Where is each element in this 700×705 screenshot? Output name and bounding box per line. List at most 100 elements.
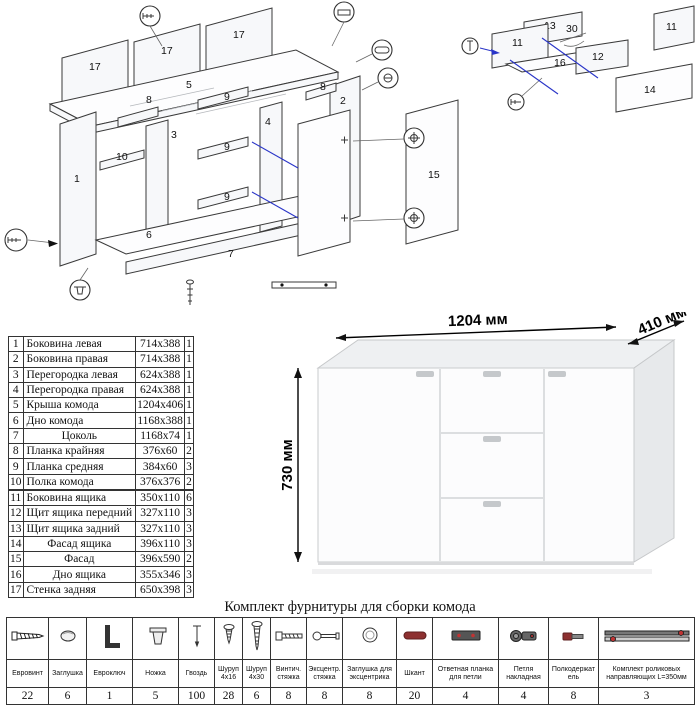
part-label-11b: 11 — [666, 21, 677, 33]
eccentric-tie-icon — [306, 617, 343, 660]
part-name: Крыша комода — [22, 397, 137, 414]
part-qty: 1 — [184, 412, 194, 429]
hardware-name: Евровинт — [6, 659, 49, 688]
part-name: Планка крайняя — [22, 443, 137, 460]
dimension-depth — [627, 320, 685, 345]
part-qty: 2 — [184, 551, 194, 568]
part-qty: 1 — [184, 427, 194, 445]
hardware-qty: 8 — [306, 687, 343, 705]
part-num: 1 — [8, 335, 24, 353]
hardware-name: Комплект роликовых направляющих L=350мм — [598, 659, 695, 688]
part-label-2: 2 — [340, 95, 346, 107]
part-qty: 3 — [184, 520, 194, 537]
hardware-qty: 4 — [498, 687, 549, 705]
assembly-guide-lines — [251, 141, 299, 219]
part-name: Щит ящика задний — [22, 520, 137, 537]
part-label-17a: 17 — [89, 61, 101, 73]
screw-4x30-icon — [242, 617, 271, 660]
part-qty: 1 — [184, 351, 194, 368]
part-num: 8 — [8, 443, 24, 460]
hardware-qty: 4 — [432, 687, 499, 705]
part-num: 16 — [8, 566, 24, 583]
part-qty: 1 — [184, 335, 194, 353]
part-name: Перегородка правая — [22, 381, 137, 399]
side-left — [59, 111, 97, 267]
drawer-side-11-right — [653, 5, 695, 51]
drawer-slides-icon — [598, 617, 695, 660]
part-qty: 1 — [184, 397, 194, 414]
drawer-front-12 — [575, 39, 629, 75]
part-num: 4 — [8, 381, 24, 399]
part-name: Планка средняя — [22, 458, 137, 475]
hardware-qty: 22 — [6, 687, 49, 705]
hinge-icon — [498, 617, 549, 660]
part-name: Щит ящика передний — [22, 505, 137, 522]
part-num: 2 — [8, 351, 24, 368]
callout-leg-bottom — [69, 267, 91, 301]
part-num: 6 — [8, 412, 24, 429]
part-label-8b: 8 — [320, 81, 326, 93]
assembly-guide-lines-detail — [509, 37, 599, 95]
hardware-qty: 100 — [178, 687, 215, 705]
plank-right — [305, 82, 337, 101]
hardware-icons-row — [6, 617, 695, 660]
part-size: 376x60 — [135, 443, 186, 460]
part-size: 350x110 — [135, 488, 186, 507]
callout-nail — [461, 37, 500, 55]
part-label-8a: 8 — [146, 94, 152, 106]
hardware-name: Гвоздь — [178, 659, 215, 688]
door-left-handle — [416, 371, 434, 377]
part-name: Боковина правая — [22, 351, 137, 368]
callout-cam-right — [361, 67, 399, 91]
part-num: 5 — [8, 397, 24, 414]
part-label-3: 3 — [171, 129, 177, 141]
exploded-diagram: 17 17 17 5 8 3 10 1 9 9 9 4 — [4, 1, 459, 305]
hardware-qty: 8 — [342, 687, 397, 705]
hardware-qty-row: 22 6 1 5 100 28 6 8 8 8 20 4 4 8 3 — [6, 687, 695, 705]
screw-4x16-icon — [214, 617, 243, 660]
callout-confirmat-top — [139, 5, 163, 47]
euroscrew-icon — [6, 617, 49, 660]
part-name: Полка комода — [22, 473, 137, 491]
part-label-13: 13 — [544, 20, 556, 32]
part-label-15: 15 — [428, 169, 440, 181]
part-name: Боковина левая — [22, 335, 137, 353]
hardware-qty: 28 — [214, 687, 243, 705]
part-num: 7 — [8, 427, 24, 445]
part-size: 355x346 — [135, 566, 186, 583]
part-label-12: 12 — [592, 51, 604, 63]
part-qty: 2 — [184, 443, 194, 460]
plank-left — [117, 106, 159, 128]
part-qty: 3 — [184, 581, 194, 599]
part-label-1: 1 — [74, 173, 80, 185]
dresser-body — [312, 339, 676, 574]
callout-euroscrew-left — [4, 228, 58, 252]
hardware-name: Ответная планка для петли — [432, 659, 499, 688]
callout-screw — [507, 77, 543, 111]
part-num: 13 — [8, 520, 24, 537]
drawer2-handle — [483, 436, 501, 442]
hardware-name: Заглушка — [48, 659, 87, 688]
part-label-11a: 11 — [512, 37, 523, 49]
dowel-icon — [396, 617, 433, 660]
part-label-16: 16 — [554, 57, 566, 69]
part-qty: 3 — [184, 535, 194, 553]
part-qty: 2 — [184, 473, 194, 491]
dimension-width — [335, 324, 617, 341]
hardware-qty: 8 — [270, 687, 307, 705]
hinge-plate-icon — [432, 617, 499, 660]
part-name: Дно ящика — [22, 566, 137, 583]
part-size: 327x110 — [135, 520, 186, 537]
cap-icon — [48, 617, 87, 660]
part-size: 396x590 — [135, 551, 186, 568]
